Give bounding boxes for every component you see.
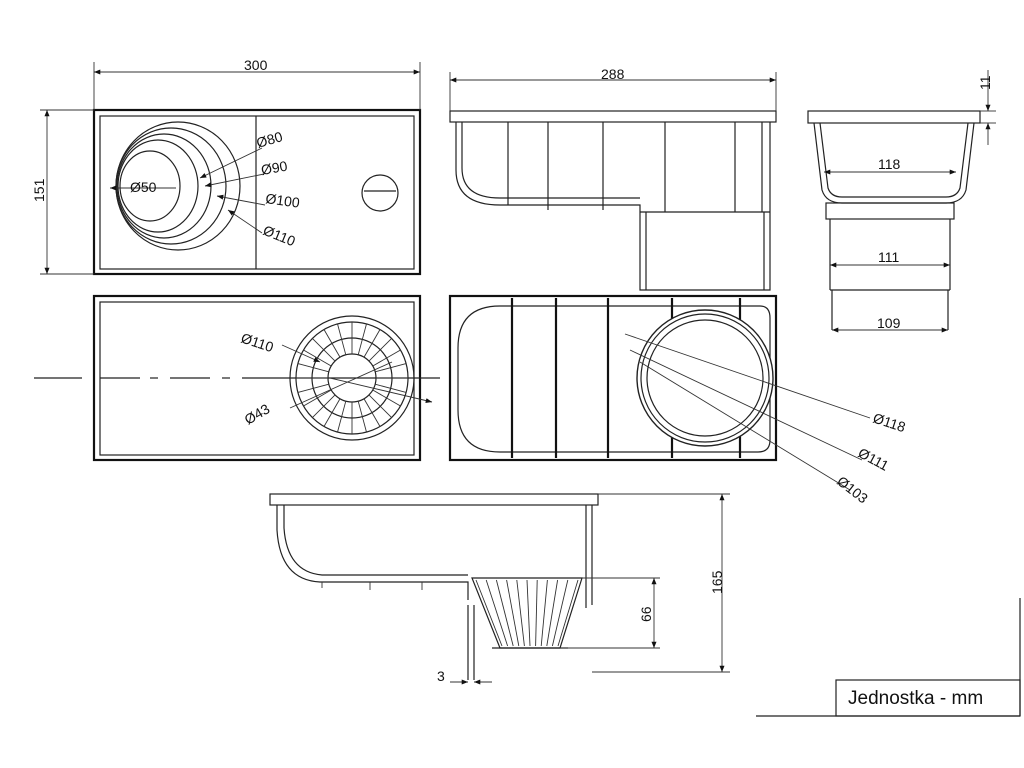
grate-slot (303, 389, 332, 407)
unit-label: Jednostka - mm (848, 688, 983, 709)
dim-11: 11 (977, 75, 993, 90)
dim-109: 109 (877, 315, 901, 331)
grate-slot (357, 323, 367, 355)
section-view (269, 493, 730, 685)
basket-rib (516, 579, 525, 647)
basket-rib (535, 579, 538, 647)
dim-d103: Ø103 (834, 473, 871, 507)
dim-66: 66 (638, 606, 654, 622)
grate-slot (337, 323, 347, 355)
title-block (756, 598, 1021, 717)
basket-ribs (475, 579, 579, 647)
grate-slot (312, 394, 336, 418)
dim-300: 300 (244, 57, 268, 73)
dim-111: 111 (878, 249, 899, 265)
dim-151: 151 (31, 178, 47, 202)
dim-3: 3 (437, 668, 445, 684)
basket-rib (551, 579, 569, 647)
top-view (40, 62, 422, 276)
dim-d111: Ø111 (856, 445, 892, 474)
dim-d90: Ø90 (260, 158, 289, 178)
grate-slot (323, 329, 341, 358)
grate-slot (357, 401, 367, 433)
basket-rib (526, 579, 531, 647)
grate-slot (297, 363, 329, 373)
grate-slot (368, 338, 392, 362)
grate-slot (303, 349, 332, 367)
grate-slot (372, 349, 401, 367)
dim-d118: Ø118 (871, 410, 908, 436)
side-view (449, 72, 777, 291)
dim-plan-d43: Ø43 (242, 400, 273, 427)
basket-rib (506, 579, 520, 647)
basket-rib (546, 579, 559, 647)
grate-slot (375, 363, 407, 373)
grate-slot (312, 338, 336, 362)
dim-d50: Ø50 (130, 179, 157, 195)
dim-288: 288 (601, 66, 625, 82)
underside-view (448, 294, 871, 491)
grate-plan-view (34, 294, 440, 462)
basket-rib (557, 579, 579, 647)
grate-slot (375, 383, 407, 393)
dim-d110: Ø110 (261, 222, 298, 249)
dim-165: 165 (709, 570, 725, 594)
side-ribs (507, 122, 736, 212)
dim-d100: Ø100 (265, 190, 301, 211)
dim-d80: Ø80 (254, 128, 284, 151)
grate-slot (363, 329, 381, 358)
grate-slot (323, 398, 341, 427)
dim-plan-d110: Ø110 (239, 330, 276, 356)
basket-rib (485, 579, 509, 647)
dim-118: 118 (878, 156, 901, 172)
grate-slot (363, 398, 381, 427)
grate-slots (296, 322, 408, 434)
grate-slot (372, 389, 401, 407)
basket-rib (475, 579, 503, 647)
grate-slot (337, 401, 347, 433)
end-view (807, 70, 996, 333)
grate-slot (368, 394, 392, 418)
basket-rib (540, 579, 548, 647)
grate-slot (297, 383, 329, 393)
basket-rib (495, 579, 514, 647)
